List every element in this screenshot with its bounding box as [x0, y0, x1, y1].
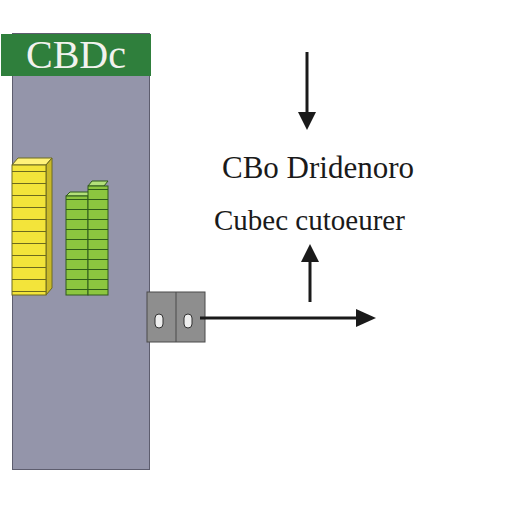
annotation-text: CBo Dridenoro [222, 150, 414, 186]
arrow-lines [200, 52, 376, 327]
green-bar-stack [66, 181, 108, 295]
device-panel: CBDc [12, 33, 150, 470]
panel-heading: CBDc [1, 34, 151, 76]
connector-block [147, 292, 205, 342]
yellow-bar-stack [12, 158, 52, 295]
annotation-text: Cubec cutoeurer [214, 204, 405, 237]
